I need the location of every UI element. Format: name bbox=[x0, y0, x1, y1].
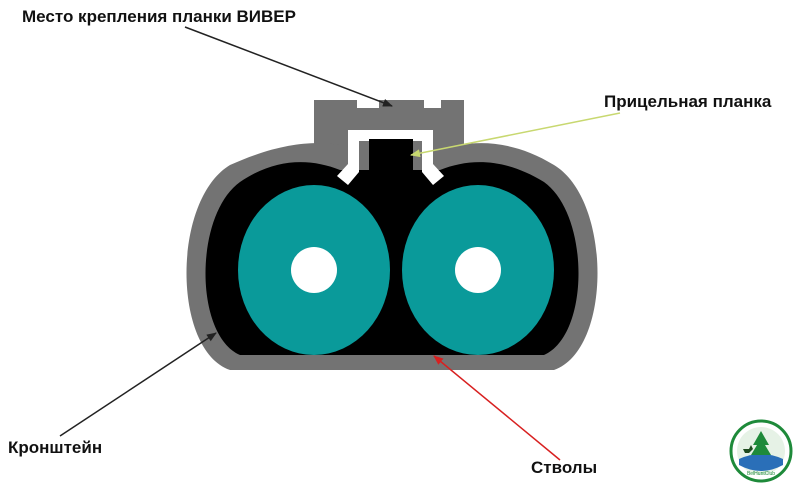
left-barrel bbox=[238, 185, 390, 355]
weaver-mount-label: Место крепления планки ВИВЕР bbox=[22, 7, 296, 26]
arrow-bracket bbox=[59, 332, 217, 437]
bracket-label: Кронштейн bbox=[8, 438, 103, 457]
right-barrel-hole bbox=[455, 247, 501, 293]
hunting-club-logo-icon: BelHuntClub bbox=[729, 419, 793, 483]
logo-text: BelHuntClub bbox=[747, 471, 775, 477]
right-barrel bbox=[402, 185, 554, 355]
arrow-sight-rib bbox=[410, 112, 621, 158]
barrels-label: Стволы bbox=[531, 458, 598, 477]
sight-rib bbox=[369, 139, 413, 179]
arrow-weaver-mount bbox=[184, 26, 393, 107]
arrow-barrels bbox=[433, 355, 561, 461]
sight-rib-label: Прицельная планка bbox=[604, 92, 772, 111]
left-barrel-hole bbox=[291, 247, 337, 293]
